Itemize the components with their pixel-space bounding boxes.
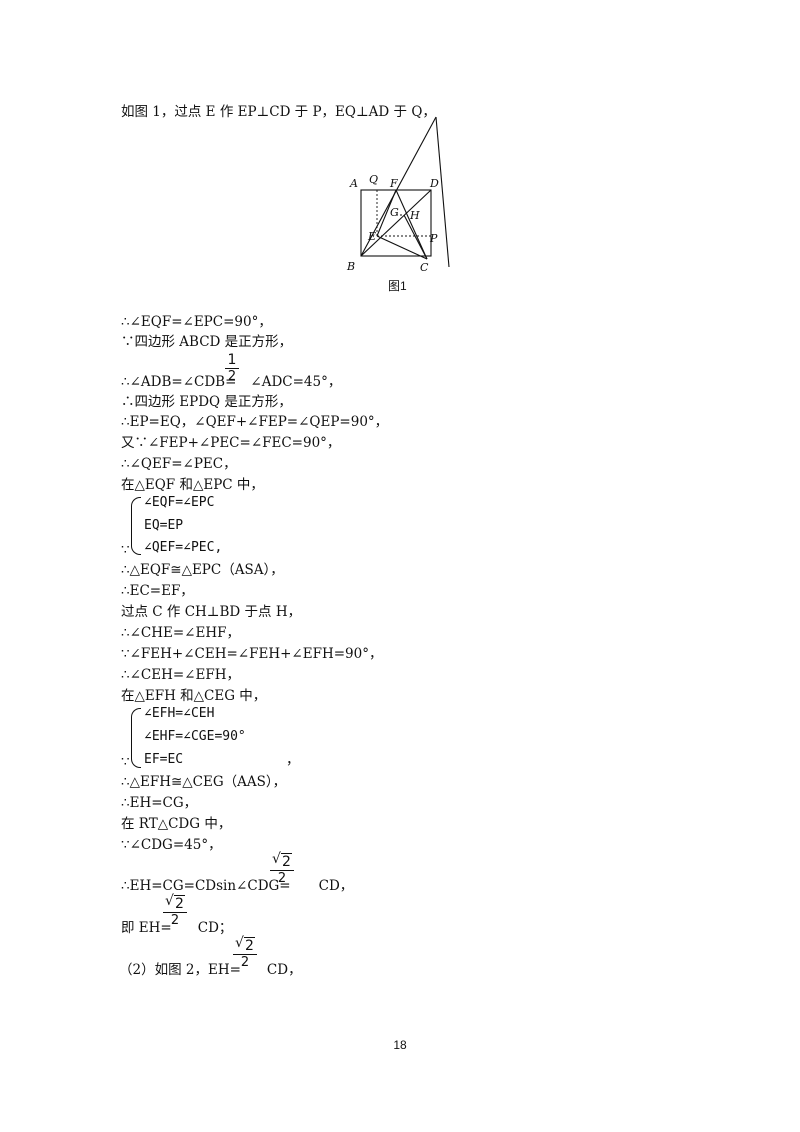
line-apex-right [435, 116, 450, 268]
text-line: 如图 1，过点 E 作 EP⊥CD 于 P，EQ⊥AD 于 Q， [121, 104, 436, 120]
label-h: H [409, 209, 420, 222]
equation-row: ∠EFH=∠CEH [144, 706, 215, 721]
text-line: ∴∠CEH=∠EFH， [121, 667, 240, 683]
text-line: 又∵∠FEP+∠PEC=∠FEC=90°， [121, 435, 341, 451]
equation-row: ∠QEF=∠PEC, [144, 540, 223, 555]
label-g: G [390, 206, 399, 219]
because-symbol: ∵ [121, 754, 130, 770]
label-e: E [367, 230, 376, 243]
equation-row: ∠EQF=∠EPC [144, 495, 215, 510]
text-line: （2）如图 2，EH= CD， [119, 961, 302, 979]
text-line: ∴△EQF≅△EPC（ASA）， [121, 562, 284, 578]
text-line: ∵四边形 ABCD 是正方形， [121, 334, 293, 350]
fraction-numerator: 1 [227, 352, 237, 368]
text-line: ∴EH=CG=CDsin∠CDG= CD， [121, 877, 353, 895]
fraction-sqrt2-over-2: √2 2 [163, 893, 187, 928]
fraction-sqrt2-over-2: √2 2 [233, 935, 257, 970]
fraction-denominator: 2 [227, 369, 237, 384]
text-line: ∴EC=EF， [121, 583, 194, 599]
text-line: 在 RT△CDG 中， [121, 816, 232, 832]
page-number: 18 [393, 1038, 407, 1052]
sqrt-radicand: 2 [281, 853, 292, 870]
text-line: 在△EQF 和△EPC 中， [121, 477, 264, 493]
segment-fc [395, 189, 428, 260]
label-b: B [346, 260, 355, 273]
segment-ec [376, 235, 428, 260]
trailing-comma: ， [286, 752, 300, 768]
label-d: D [429, 177, 439, 190]
because-symbol: ∵ [121, 542, 130, 558]
fraction-sqrt2-over-2: √2 2 [270, 851, 294, 886]
label-q: Q [369, 173, 378, 186]
text-line: ∴EH=CG， [121, 795, 198, 811]
text-line: ∴∠EQF=∠EPC=90°， [121, 314, 272, 330]
label-f: F [389, 177, 398, 190]
line-b-apex [360, 116, 437, 257]
sqrt-radicand: 2 [244, 937, 255, 954]
fraction-denominator: 2 [240, 955, 250, 970]
segment-ef [376, 189, 397, 237]
text-line: 即 EH= CD； [121, 919, 232, 937]
text-segment: ∴EH=CG=CDsin∠CDG= [121, 878, 291, 894]
text-line: ∵∠CDG=45°， [121, 837, 222, 853]
text-line: ∴∠QEF=∠PEC， [121, 456, 237, 472]
text-line: 在△EFH 和△CEG 中， [121, 688, 267, 704]
label-c: C [420, 261, 429, 274]
text-segment: CD； [197, 920, 233, 936]
label-a: A [349, 177, 358, 190]
text-line: ∴∠CHE=∠EHF， [121, 625, 240, 641]
text-line: ∴△EFH≅△CEG（AAS）， [121, 774, 287, 790]
equation-row: EF=EC [144, 752, 184, 767]
equation-row: ∠EHF=∠CGE=90° [144, 729, 246, 744]
text-segment: CD， [318, 878, 354, 894]
sqrt-radicand: 2 [174, 895, 185, 912]
fraction-denominator: 2 [170, 913, 180, 928]
text-segment: CD， [266, 962, 302, 978]
text-line: ∴EP=EQ，∠QEF+∠FEP=∠QEP=90°， [121, 414, 389, 430]
geometry-figure: A B C D Q F G H E P [346, 116, 450, 274]
label-p: P [429, 232, 438, 245]
text-segment: ∠ADC=45°， [250, 374, 342, 390]
figure-caption: 图1 [388, 279, 407, 293]
diagonal-bd [360, 189, 432, 257]
left-brace [131, 497, 141, 555]
text-segment: （2）如图 2，EH= [119, 962, 241, 978]
text-line: ∵∠FEH+∠CEH=∠FEH+∠EFH=90°， [121, 646, 383, 662]
fraction-one-half: 1 2 [225, 352, 239, 384]
text-line: ∴∠ADB=∠CDB= ∠ADC=45°， [121, 373, 341, 391]
text-line: ∴四边形 EPDQ 是正方形， [121, 394, 292, 410]
text-segment: ∴∠ADB=∠CDB= [121, 374, 237, 390]
fraction-denominator: 2 [277, 871, 287, 886]
equation-row: EQ=EP [144, 518, 184, 533]
segment-hc [403, 214, 428, 260]
text-segment: 即 EH= [121, 920, 172, 936]
text-line: 过点 C 作 CH⊥BD 于点 H， [121, 604, 302, 620]
left-brace [131, 708, 141, 768]
